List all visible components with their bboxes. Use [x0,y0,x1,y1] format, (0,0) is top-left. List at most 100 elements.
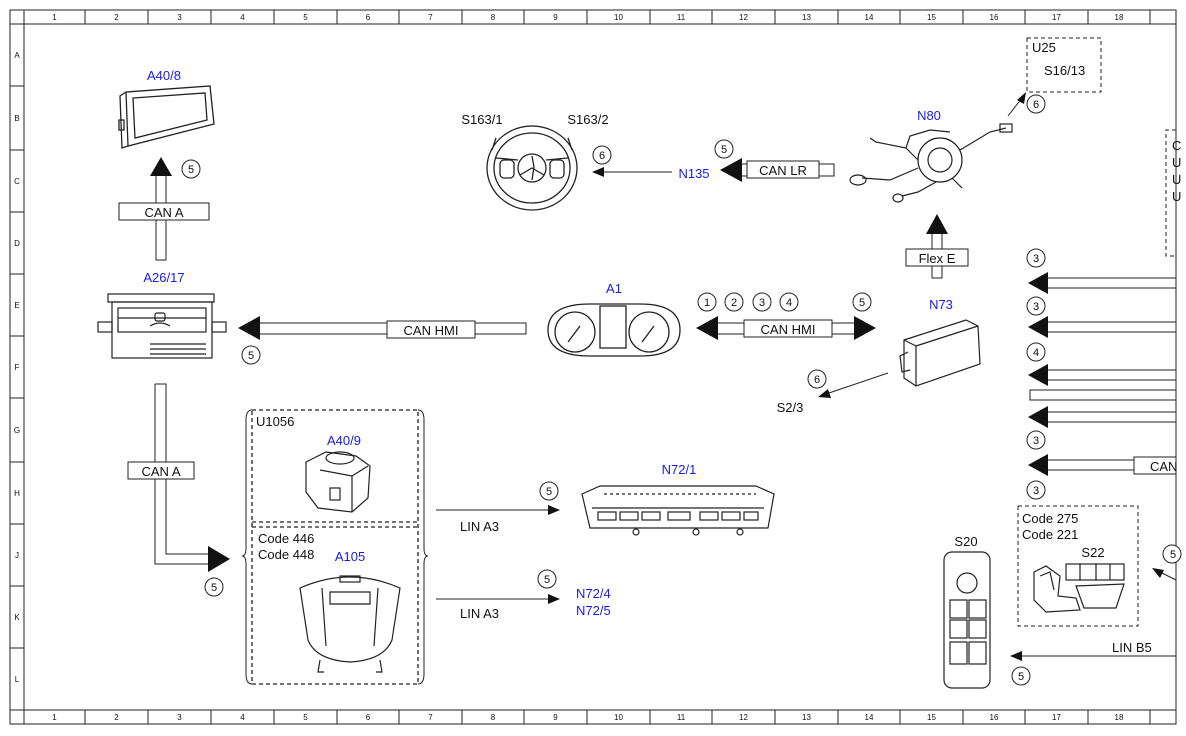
n80-column-module[interactable] [849,123,1013,203]
label-u1056: U1056 [256,414,294,429]
column-label-top: 10 [614,13,623,22]
row-label: H [14,489,20,498]
lin-b5-link: LIN B5 5 [1010,640,1176,686]
s20-window-switch[interactable] [943,551,991,689]
column-label-bottom: 9 [553,713,558,722]
bus-can-a-upper: CAN A [144,205,183,220]
steering-wheel[interactable] [486,125,578,211]
label-code275: Code 275 [1022,511,1078,526]
column-label-bottom: 1 [52,713,57,722]
callout-3: 3 [1033,485,1039,497]
column-label-bottom: 16 [990,713,999,722]
column-label-top: 2 [114,13,119,22]
drawing-frame [9,9,1177,725]
can-hmi-right-link: CAN HMI 1 2 3 4 5 [696,292,876,340]
callout-5: 5 [544,574,550,586]
right-fragment-0: C [1172,138,1181,153]
right-fragment-3: U [1172,189,1181,204]
callout-3: 3 [1033,253,1039,265]
callout-5: 5 [546,486,552,498]
callout-5: 5 [211,582,217,594]
callout-4: 4 [786,297,792,309]
column-label-top: 15 [927,13,936,22]
column-label-top: 13 [802,13,811,22]
label-a1: A1 [606,281,622,296]
column-label-bottom: 3 [177,713,182,722]
brace-right [417,409,429,685]
column-label-bottom: 18 [1115,713,1124,722]
bus-lin-a3-upper: LIN A3 [460,519,499,534]
s22-incoming: 5 [1152,544,1182,581]
column-label-bottom: 8 [491,713,496,722]
n135-arrow: 6 [592,145,672,177]
n72-1-control-panel[interactable] [581,485,775,536]
column-dividers [23,10,1151,724]
label-code221: Code 221 [1022,527,1078,542]
label-a105: A105 [335,549,365,564]
callout-5: 5 [859,297,865,309]
u25-box [1026,37,1102,93]
a40-9-camera[interactable] [305,451,371,513]
column-label-bottom: 14 [865,713,874,722]
row-label: D [14,239,20,248]
a1-instrument-cluster[interactable] [547,303,681,357]
callout-5: 5 [1170,549,1176,561]
row-label: K [14,613,20,622]
row-label: L [15,675,20,684]
s22-seat-switch[interactable] [1033,563,1125,613]
label-s22: S22 [1081,545,1104,560]
a105-overhead-panel[interactable] [299,575,401,673]
column-label-top: 9 [553,13,558,22]
can-lr-link: CAN LR 5 [714,139,835,182]
label-u25: U25 [1032,40,1056,55]
column-label-top: 17 [1052,13,1061,22]
label-code446: Code 446 [258,531,314,546]
callout-3: 3 [1033,301,1039,313]
column-label-bottom: 10 [614,713,623,722]
right-fragment-1: U [1172,155,1181,170]
callout-5: 5 [188,164,194,176]
a40-8-display[interactable] [118,85,215,149]
column-label-bottom: 15 [927,713,936,722]
column-label-bottom: 12 [739,713,748,722]
bus-can-hmi-left: CAN HMI [404,323,459,338]
column-label-top: 4 [240,13,245,22]
label-n72-1: N72/1 [662,462,697,477]
column-label-top: 7 [428,13,433,22]
flex-e-link: Flex E [905,214,969,279]
a26-17-unit[interactable] [97,293,227,359]
column-label-bottom: 17 [1052,713,1061,722]
u25-link: 6 [1007,92,1046,117]
column-label-top: 1 [52,13,57,22]
column-label-top: 12 [739,13,748,22]
column-label-top: 14 [865,13,874,22]
label-code448: Code 448 [258,547,314,562]
column-label-top: 18 [1115,13,1124,22]
callout-6: 6 [1033,99,1039,111]
right-cut-box [1165,129,1176,257]
callout-3: 3 [759,297,765,309]
callout-4: 4 [1033,347,1039,359]
right-bus-stubs: 3 3 4 3 CAN 3 [1026,248,1177,500]
callout-5: 5 [1018,671,1024,683]
row-label: C [14,177,20,186]
row-label: J [15,551,19,560]
label-n135: N135 [678,166,709,181]
column-label-bottom: 7 [428,713,433,722]
bus-lin-a3-lower: LIN A3 [460,606,499,621]
column-label-top: 8 [491,13,496,22]
column-label-bottom: 11 [677,713,686,722]
label-n72-5: N72/5 [576,603,611,618]
s2-3-link: 6 [807,369,889,398]
callout-2: 2 [731,297,737,309]
callout-5: 5 [248,350,254,362]
brace-left [241,409,253,685]
n73-module[interactable] [899,319,981,387]
column-label-top: 3 [177,13,182,22]
label-s163-2: S163/2 [567,112,608,127]
can-hmi-left-link: CAN HMI 5 [238,316,527,365]
column-label-top: 5 [303,13,308,22]
label-n73: N73 [929,297,953,312]
